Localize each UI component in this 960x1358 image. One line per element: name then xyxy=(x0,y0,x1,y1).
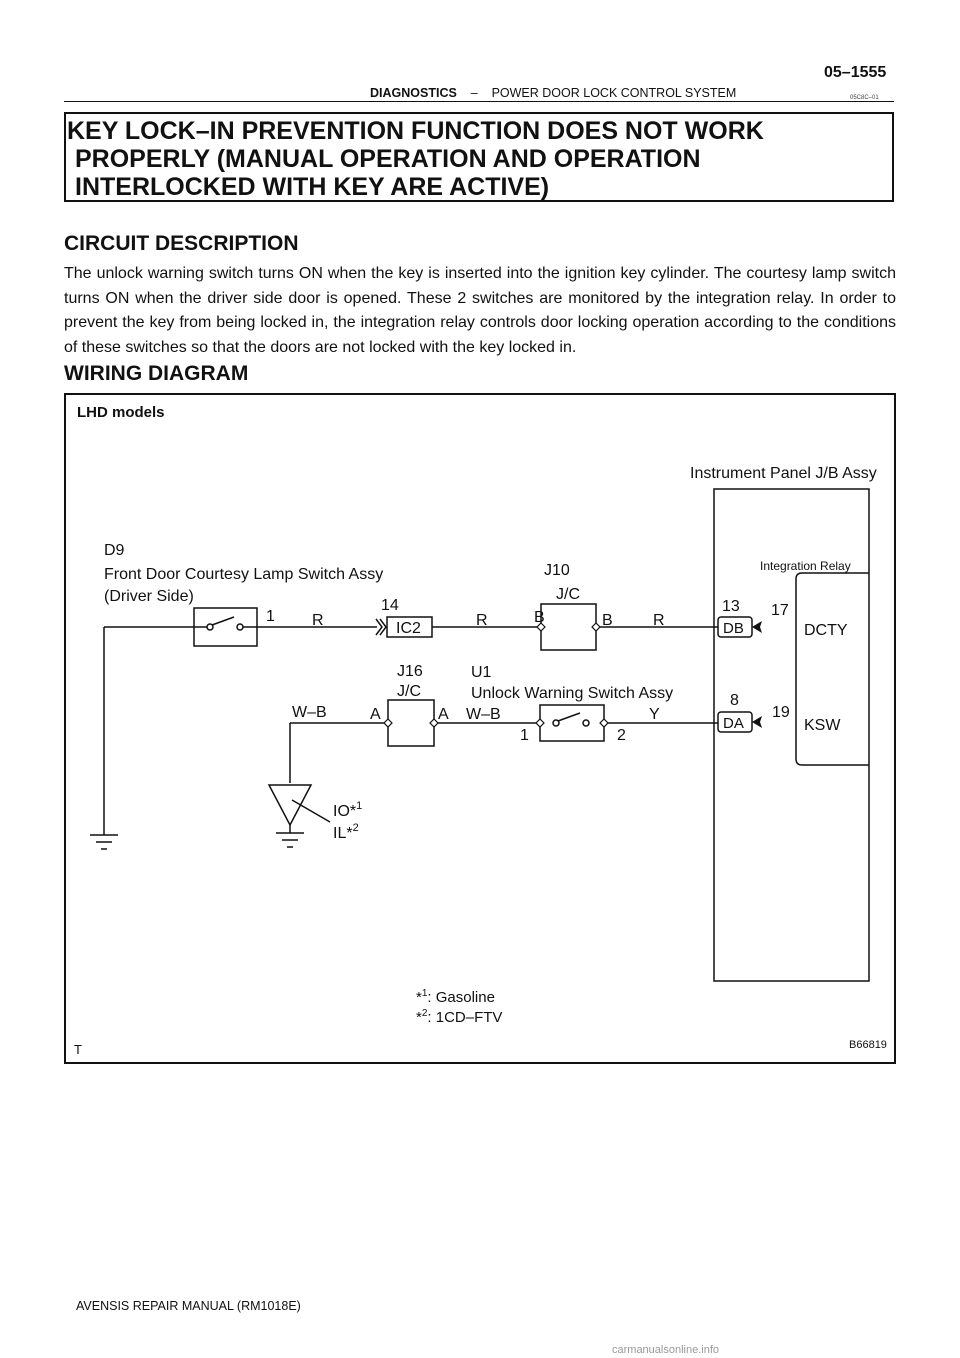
wire-color-wb-2: W–B xyxy=(466,706,501,723)
integration-relay-box xyxy=(795,572,869,766)
wire-color-r-1: R xyxy=(312,612,324,629)
db-pin-arrow xyxy=(752,621,762,633)
figure-code: B66819 xyxy=(849,1039,887,1051)
corner-t-mark: T xyxy=(74,1042,82,1057)
da-relay-pin: 19 xyxy=(772,704,790,721)
section-header: DIAGNOSTICS – POWER DOOR LOCK CONTROL SY… xyxy=(370,86,736,100)
j10-pin-in: B xyxy=(534,609,545,626)
unlock-switch-pin-out: 2 xyxy=(617,727,626,744)
unlock-switch-name: Unlock Warning Switch Assy xyxy=(471,685,673,702)
courtesy-switch-name: Front Door Courtesy Lamp Switch Assy xyxy=(104,566,383,583)
note-gasoline: *1: Gasoline xyxy=(416,988,495,1006)
footer-manual-id: AVENSIS REPAIR MANUAL (RM1018E) xyxy=(76,1299,301,1313)
ic2-label: IC2 xyxy=(396,620,421,637)
page-number: 05–1555 xyxy=(824,64,887,81)
note-1cd-ftv: *2: 1CD–FTV xyxy=(416,1008,502,1026)
title-box: KEY LOCK–IN PREVENTION FUNCTION DOES NOT… xyxy=(64,112,894,202)
j16-code: J16 xyxy=(397,663,423,680)
unlock-switch-pin-in: 1 xyxy=(520,727,529,744)
subsection-name: POWER DOOR LOCK CONTROL SYSTEM xyxy=(491,86,737,100)
section-name: DIAGNOSTICS xyxy=(370,86,457,100)
ic2-pin: 14 xyxy=(381,597,399,614)
wire-color-wb-1: W–B xyxy=(292,704,327,721)
title-line-3: INTERLOCKED WITH KEY ARE ACTIVE) xyxy=(75,173,550,201)
dcty-terminal: DCTY xyxy=(804,622,848,639)
header-code: 05C8C–01 xyxy=(850,95,879,101)
db-relay-pin: 17 xyxy=(771,602,789,619)
wiring-diagram: LHD models Instrument Panel J/B Assy Int… xyxy=(74,404,887,1057)
title-line-2: PROPERLY (MANUAL OPERATION AND OPERATION xyxy=(75,145,701,173)
instrument-panel-label: Instrument Panel J/B Assy xyxy=(690,465,877,482)
j10-code: J10 xyxy=(544,562,570,579)
j16-junction-box xyxy=(387,699,435,747)
j10-type: J/C xyxy=(556,586,580,603)
model-label: LHD models xyxy=(77,404,165,421)
j16-pin-out: A xyxy=(438,706,449,723)
instrument-panel-box xyxy=(713,488,870,982)
j10-junction-box xyxy=(540,603,597,651)
unlock-switch-box xyxy=(539,704,605,742)
ground-label-il: IL*2 xyxy=(333,822,359,842)
db-pin: 13 xyxy=(722,598,740,615)
unlock-switch-code: U1 xyxy=(471,664,492,681)
ic2-connector-box xyxy=(386,616,433,638)
courtesy-switch-side: (Driver Side) xyxy=(104,588,194,605)
header-rule xyxy=(64,101,894,102)
integration-relay-label: Integration Relay xyxy=(760,559,851,573)
db-label: DB xyxy=(723,620,744,637)
ground-point-triangle xyxy=(267,784,313,827)
j10-pin-out: B xyxy=(602,612,613,629)
section-separator: – xyxy=(470,86,478,100)
wiring-diagram-heading: WIRING DIAGRAM xyxy=(64,362,249,385)
j16-type: J/C xyxy=(397,683,421,700)
da-pin-arrow xyxy=(752,716,762,728)
courtesy-switch-code: D9 xyxy=(104,542,125,559)
watermark: carmanualsonline.info xyxy=(612,1344,720,1356)
wire-color-y: Y xyxy=(649,706,660,723)
courtesy-switch-pin: 1 xyxy=(266,608,275,625)
circuit-description-text: The unlock warning switch turns ON when … xyxy=(64,265,896,356)
circuit-description-heading: CIRCUIT DESCRIPTION xyxy=(64,232,299,255)
ksw-terminal: KSW xyxy=(804,717,841,734)
wire-color-r-3: R xyxy=(653,612,665,629)
da-label: DA xyxy=(723,715,744,732)
ground-label-io: IO*1 xyxy=(333,800,362,820)
wiring-diagram-frame: LHD models Instrument Panel J/B Assy Int… xyxy=(64,393,896,1064)
title-line-1: KEY LOCK–IN PREVENTION FUNCTION DOES NOT… xyxy=(67,117,764,145)
wire-color-r-2: R xyxy=(476,612,488,629)
j16-pin-in: A xyxy=(370,706,381,723)
da-pin: 8 xyxy=(730,692,739,709)
